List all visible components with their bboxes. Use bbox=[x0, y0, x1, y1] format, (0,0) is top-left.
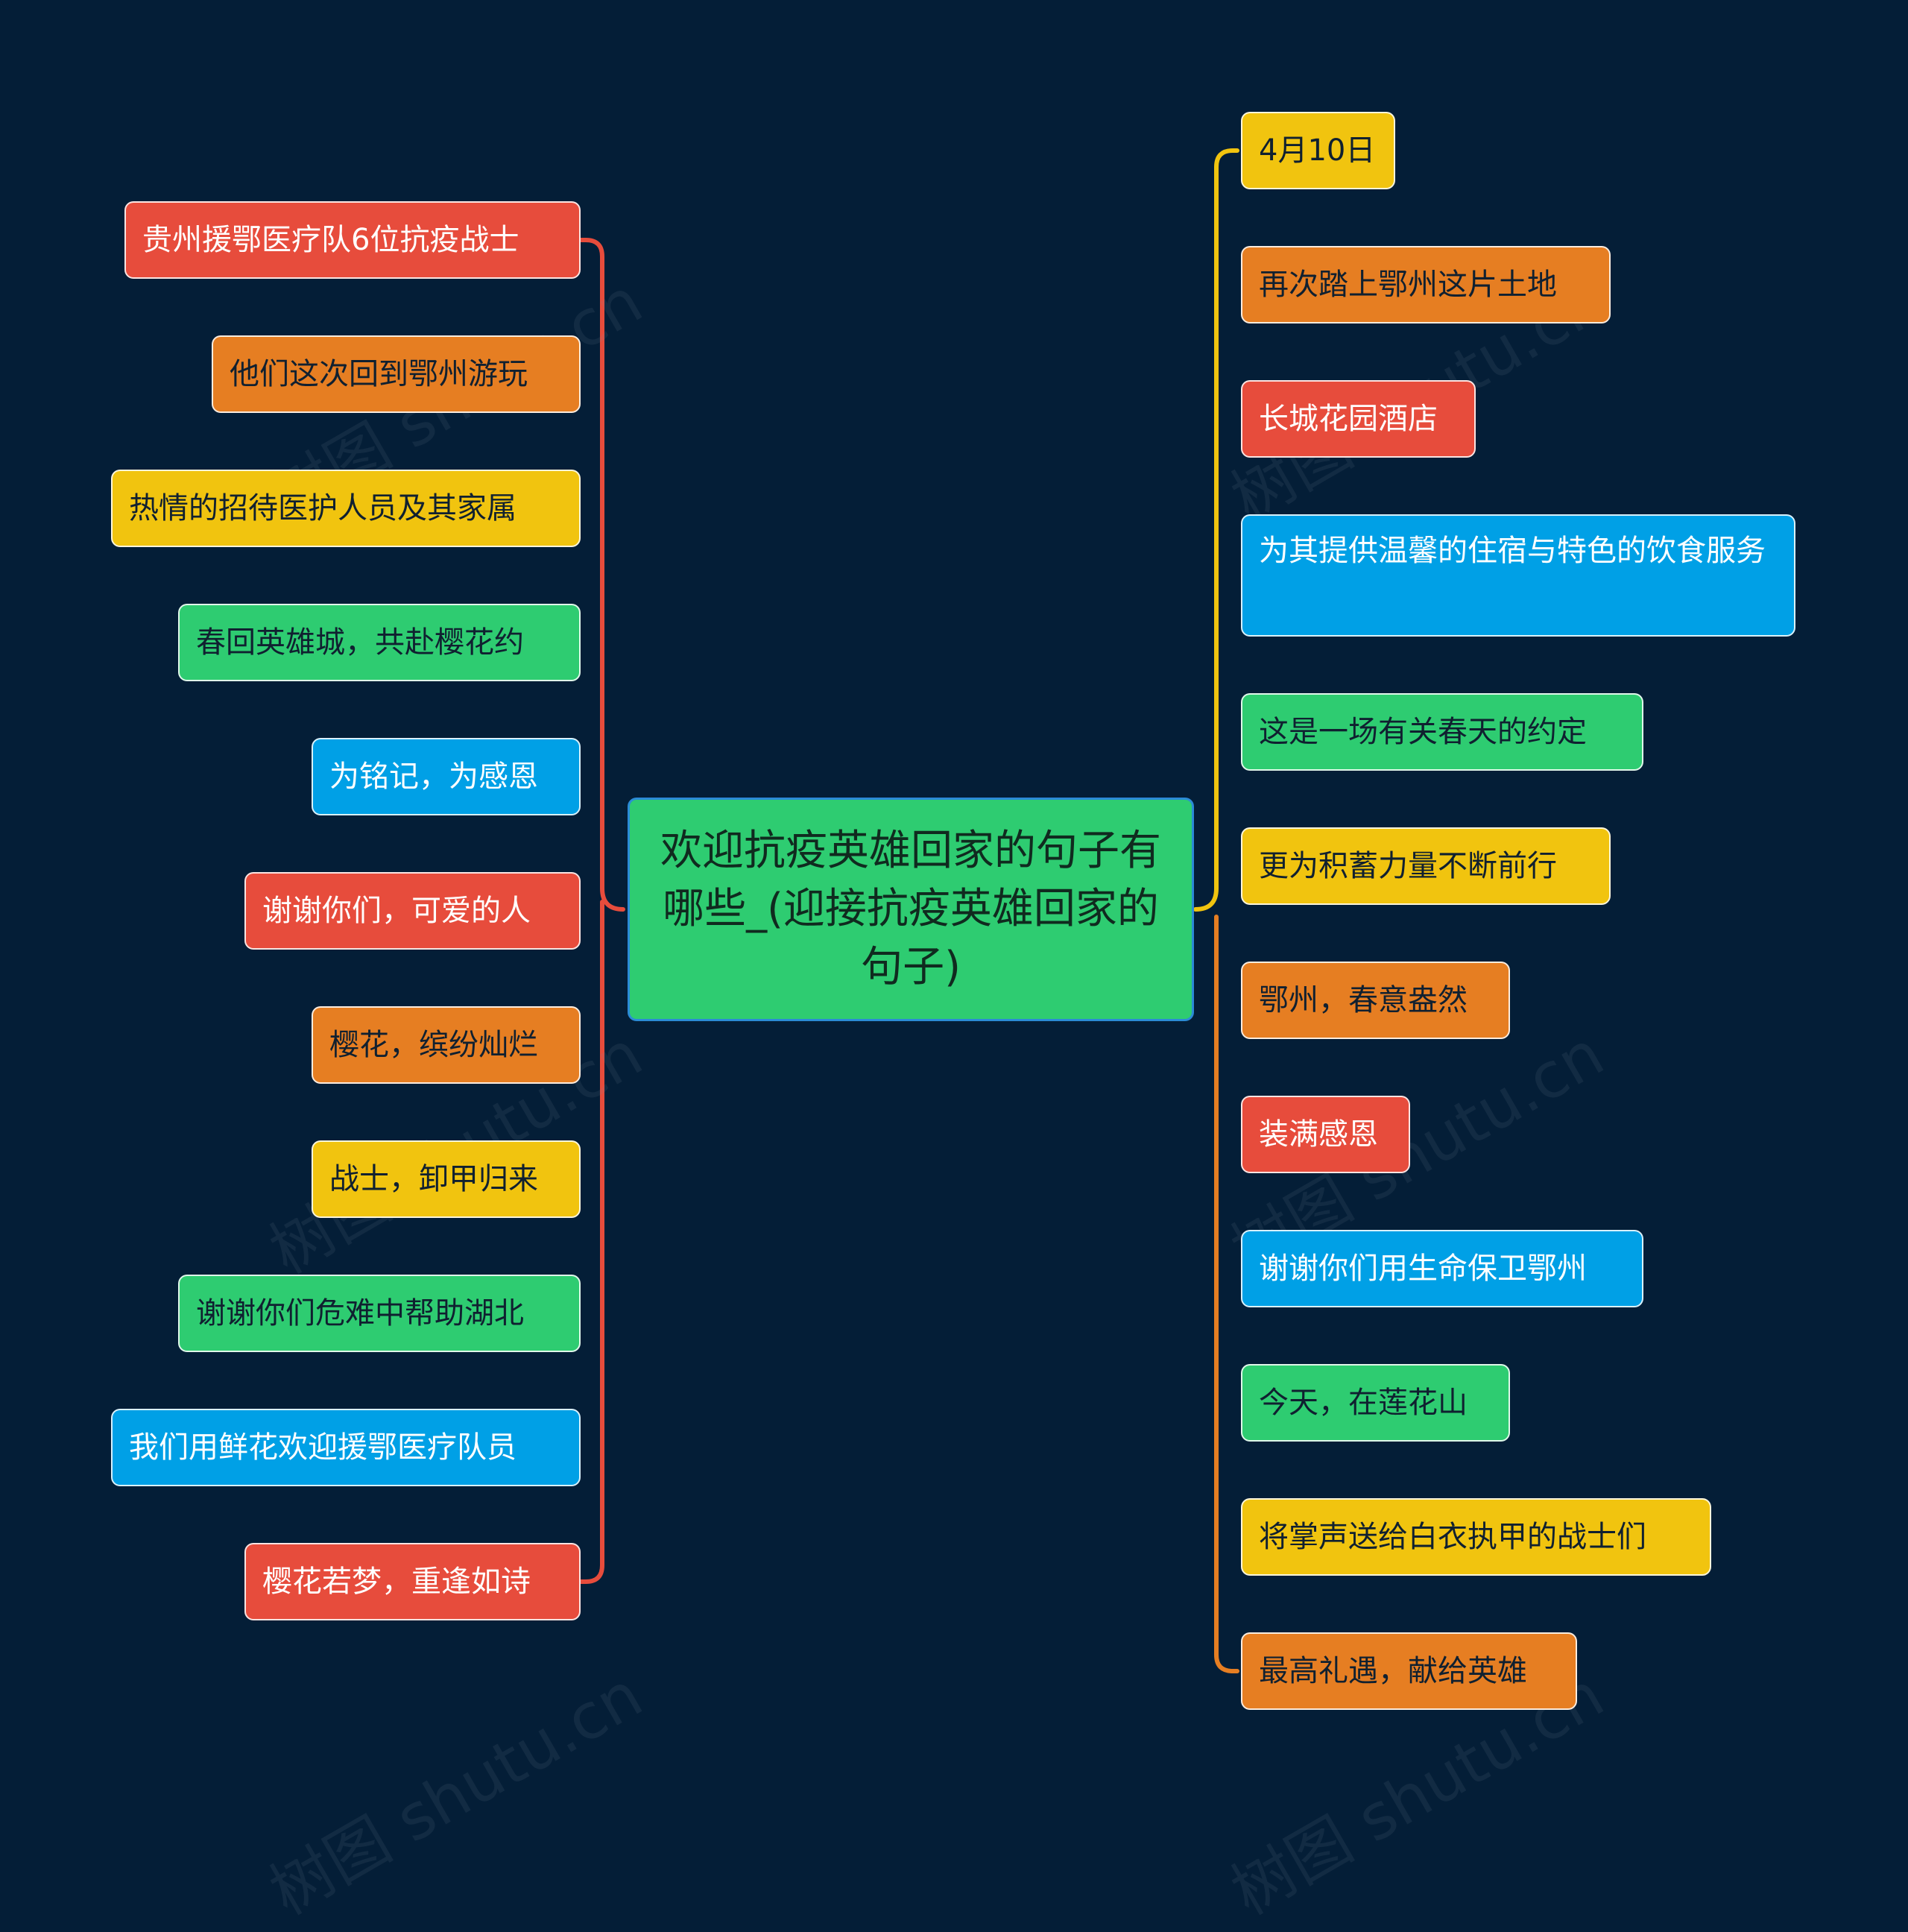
right-topic-label: 再次踏上鄂州这片土地 bbox=[1259, 268, 1557, 302]
right-topic-node[interactable]: 最高礼遇，献给英雄 bbox=[1241, 1632, 1577, 1710]
left-topic-label: 樱花，缤纷灿烂 bbox=[329, 1028, 538, 1062]
left-topic-node[interactable]: 谢谢你们危难中帮助湖北 bbox=[178, 1275, 581, 1352]
right-topic-node[interactable]: 4月10日 bbox=[1241, 112, 1395, 189]
right-topic-label: 将掌声送给白衣执甲的战士们 bbox=[1259, 1520, 1646, 1554]
left-topic-label: 谢谢你们，可爱的人 bbox=[262, 894, 531, 928]
right-topic-node[interactable]: 为其提供温馨的住宿与特色的饮食服务 bbox=[1241, 514, 1795, 637]
left-topic-node[interactable]: 樱花若梦，重逢如诗 bbox=[244, 1543, 581, 1620]
left-bracket-upper bbox=[578, 238, 625, 912]
right-bracket-lower bbox=[1214, 915, 1239, 1673]
right-topic-node[interactable]: 将掌声送给白衣执甲的战士们 bbox=[1241, 1498, 1711, 1576]
right-topic-label: 最高礼遇，献给英雄 bbox=[1259, 1654, 1527, 1688]
left-topic-node[interactable]: 战士，卸甲归来 bbox=[312, 1140, 581, 1218]
left-topic-node[interactable]: 谢谢你们，可爱的人 bbox=[244, 872, 581, 950]
left-topic-label: 他们这次回到鄂州游玩 bbox=[230, 357, 528, 391]
right-topic-node[interactable]: 再次踏上鄂州这片土地 bbox=[1241, 246, 1611, 323]
right-topic-label: 长城花园酒店 bbox=[1259, 402, 1438, 436]
right-topic-label: 更为积蓄力量不断前行 bbox=[1259, 849, 1557, 883]
right-topic-node[interactable]: 装满感恩 bbox=[1241, 1096, 1410, 1173]
right-topic-node[interactable]: 鄂州，春意盎然 bbox=[1241, 962, 1510, 1039]
connector-lines bbox=[578, 148, 1239, 1673]
right-topic-label: 4月10日 bbox=[1259, 133, 1376, 168]
right-topic-node[interactable]: 这是一场有关春天的约定 bbox=[1241, 693, 1643, 771]
root-topic[interactable]: 欢迎抗疫英雄回家的句子有哪些_(迎接抗疫英雄回家的句子) bbox=[628, 798, 1194, 1021]
right-topic-label: 为其提供温馨的住宿与特色的饮食服务 bbox=[1259, 534, 1766, 568]
right-topic-label: 装满感恩 bbox=[1259, 1117, 1378, 1152]
left-topic-node[interactable]: 樱花，缤纷灿烂 bbox=[312, 1006, 581, 1084]
right-topic-label: 这是一场有关春天的约定 bbox=[1259, 715, 1587, 749]
right-topic-label: 谢谢你们用生命保卫鄂州 bbox=[1259, 1251, 1587, 1286]
root-topic-label: 欢迎抗疫英雄回家的句子有哪些_(迎接抗疫英雄回家的句子) bbox=[660, 827, 1161, 991]
left-topic-label: 樱花若梦，重逢如诗 bbox=[262, 1565, 531, 1599]
right-topic-node[interactable]: 长城花园酒店 bbox=[1241, 380, 1476, 458]
left-topic-node[interactable]: 贵州援鄂医疗队6位抗疫战士 bbox=[124, 201, 581, 279]
right-topic-node[interactable]: 更为积蓄力量不断前行 bbox=[1241, 827, 1611, 905]
right-topic-label: 今天，在莲花山 bbox=[1259, 1386, 1468, 1420]
left-topic-node[interactable]: 为铭记，为感恩 bbox=[312, 738, 581, 815]
right-topic-label: 鄂州，春意盎然 bbox=[1259, 983, 1468, 1017]
left-topic-label: 战士，卸甲归来 bbox=[329, 1162, 538, 1196]
right-topic-node[interactable]: 今天，在莲花山 bbox=[1241, 1364, 1510, 1442]
left-topic-node[interactable]: 春回英雄城，共赴樱花约 bbox=[178, 604, 581, 681]
left-topic-label: 春回英雄城，共赴樱花约 bbox=[196, 625, 524, 660]
left-topic-label: 为铭记，为感恩 bbox=[329, 760, 538, 794]
left-topic-node[interactable]: 他们这次回到鄂州游玩 bbox=[212, 335, 581, 413]
left-topic-label: 我们用鲜花欢迎援鄂医疗队员 bbox=[129, 1430, 517, 1465]
right-bracket-upper bbox=[1193, 148, 1239, 912]
left-topic-label: 贵州援鄂医疗队6位抗疫战士 bbox=[142, 223, 519, 257]
left-topic-label: 热情的招待医护人员及其家属 bbox=[129, 491, 517, 525]
left-topic-label: 谢谢你们危难中帮助湖北 bbox=[196, 1296, 524, 1330]
left-topic-node[interactable]: 我们用鲜花欢迎援鄂医疗队员 bbox=[111, 1409, 581, 1486]
left-topic-node[interactable]: 热情的招待医护人员及其家属 bbox=[111, 470, 581, 547]
right-topic-node[interactable]: 谢谢你们用生命保卫鄂州 bbox=[1241, 1230, 1643, 1307]
left-bracket-lower bbox=[578, 900, 604, 1584]
